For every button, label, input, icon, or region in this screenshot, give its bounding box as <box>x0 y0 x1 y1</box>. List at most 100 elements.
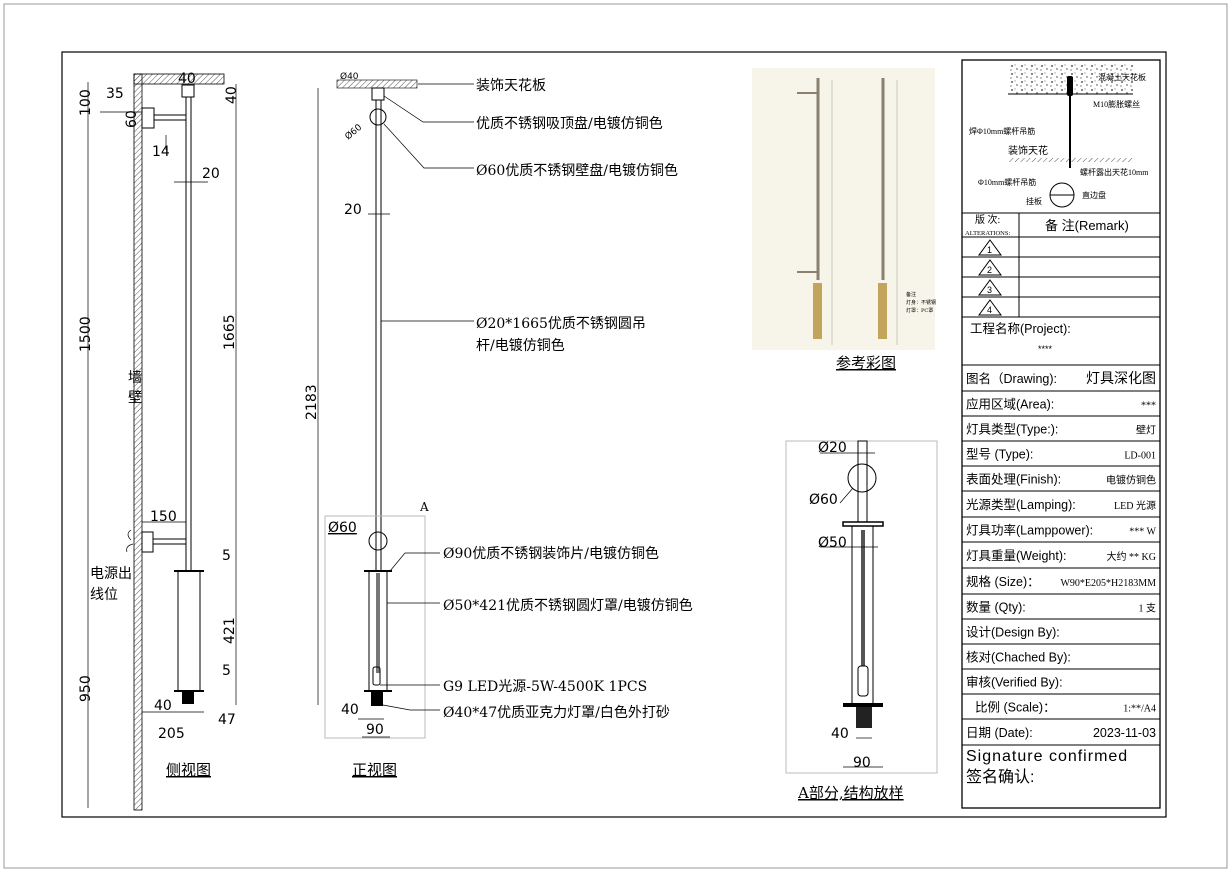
dim-35: 35 <box>106 86 124 102</box>
callout-acrylic: Ø40*47优质亚克力灯罩/白色外打砂 <box>443 704 670 721</box>
wall-label: 墙 <box>128 370 142 386</box>
dim-d60: Ø60 <box>809 492 838 508</box>
side-view: 100 35 40 40 60 14 20 1500 1665 150 5 42… <box>78 71 240 811</box>
dim-5-top: 5 <box>222 548 231 564</box>
power-outlet-label: 电源出 <box>90 566 132 582</box>
title-block-label: 图名（Drawing): <box>966 371 1057 386</box>
rod <box>185 96 192 572</box>
callout-canopy: 优质不锈钢吸顶盘/电镀仿铜色 <box>476 115 663 132</box>
dim-d40: Ø40 <box>340 71 359 82</box>
dim-40: 40 <box>341 702 359 718</box>
outer-border <box>3 3 1228 869</box>
svg-text:4: 4 <box>987 305 992 315</box>
alterations-label: 版 次: <box>975 213 1000 226</box>
title-block-value: 灯具深化图 <box>1086 370 1156 386</box>
dim-1500: 1500 <box>78 316 94 352</box>
title-block-value: 2023-11-03 <box>1093 726 1156 740</box>
dim-2183: 2183 <box>304 384 320 420</box>
dim-20: 20 <box>202 166 220 182</box>
wall-plate-lower <box>368 531 388 551</box>
expansion-bolt <box>1067 76 1073 96</box>
ceiling <box>133 73 225 85</box>
arm-top <box>153 114 187 121</box>
dim-100: 100 <box>78 89 94 116</box>
svg-text:2: 2 <box>987 265 992 275</box>
svg-text:3: 3 <box>987 285 992 295</box>
install-detail: 混凝土天花板 M10膨胀螺丝 焊Φ10mm螺杆吊筋 装饰天花 螺杆露出天花10m… <box>969 64 1149 208</box>
title-block-label: 光源类型(Lamping): <box>966 498 1076 512</box>
dim-40-right: 40 <box>224 86 240 104</box>
alteration-2: 2 <box>978 259 1002 276</box>
title-block-label: 规格 (Size)： <box>966 574 1040 589</box>
reference-image: 备注 灯身：不锈钢 灯罩：PC罩 参考彩图 <box>752 68 936 372</box>
remark-label: 备 注(Remark) <box>1045 218 1129 233</box>
dim-20: 20 <box>344 202 362 218</box>
dim-d50: Ø50 <box>818 535 847 551</box>
rod <box>375 99 382 572</box>
title-block-label: 表面处理(Finish): <box>966 473 1061 487</box>
label-rod: 焊Φ10mm螺杆吊筋 <box>969 126 1035 136</box>
wall-plate <box>369 108 387 126</box>
flange-top <box>842 521 884 527</box>
title-block-value: 1 支 <box>1139 603 1157 615</box>
alteration-3: 3 <box>978 279 1002 296</box>
svg-text:1: 1 <box>987 245 992 255</box>
g9-bulb <box>857 665 869 697</box>
power-outlet-label: 线位 <box>90 587 118 603</box>
inner-frame <box>61 51 1167 818</box>
arm-bottom <box>152 538 187 545</box>
title-block-label: 比例 (Scale)： <box>975 701 1056 715</box>
project-label: 工程名称(Project): <box>970 321 1071 336</box>
alteration-4: 4 <box>978 299 1002 316</box>
detail-a-box <box>324 515 426 739</box>
dim-421: 421 <box>222 617 238 644</box>
deco-ceiling <box>1008 158 1133 162</box>
ref-shade-front <box>878 283 887 339</box>
wall-plate <box>847 463 877 493</box>
title-block-value: LD-001 <box>1124 451 1156 462</box>
label-deco-ceiling: 装饰天花 <box>1008 144 1048 157</box>
label-edge: 直边盘 <box>1082 190 1106 200</box>
dim-90: 90 <box>366 722 384 738</box>
signature-cn: 签名确认: <box>966 768 1034 786</box>
dim-14: 14 <box>152 144 170 160</box>
dim-d60-lower: Ø60 <box>328 520 357 536</box>
lamp-shade <box>177 570 201 692</box>
acrylic-cover <box>856 707 872 728</box>
wall <box>133 73 143 811</box>
front-view: Ø40 Ø60 20 2183 A Ø60 40 90 装饰天花板 优质不锈钢吸… <box>304 71 693 779</box>
title-block-label: 审核(Verified By): <box>966 675 1063 690</box>
dim-d60: Ø60 <box>343 122 364 143</box>
title-block-label: 数量 (Qty): <box>966 600 1026 615</box>
ref-note: 灯罩：PC罩 <box>906 307 933 314</box>
alterations-en: ALTERATIONS: <box>965 230 1010 237</box>
label-rod2: Φ10mm螺杆吊筋 <box>978 177 1036 187</box>
front-view-title: 正视图 <box>352 761 397 779</box>
title-block-value: 1:**/A4 <box>1123 704 1156 715</box>
ref-shade-side <box>813 283 822 339</box>
title-block-label: 应用区域(Area): <box>966 397 1054 412</box>
title-block-label: 灯具类型(Type:): <box>966 423 1058 437</box>
callout-ceiling: 装饰天花板 <box>476 78 546 94</box>
callout-wall-plate: Ø60优质不锈钢壁盘/电镀仿铜色 <box>476 162 678 179</box>
title-block-value: 壁灯 <box>1136 424 1156 437</box>
dim-60: 60 <box>124 110 140 128</box>
signature-en: Signature confirmed <box>966 748 1128 765</box>
title-block-value: LED 光源 <box>1114 499 1156 512</box>
dim-40-bottom: 40 <box>154 698 172 714</box>
callout-deco-plate: Ø90优质不锈钢装饰片/电镀仿铜色 <box>443 545 659 562</box>
ceiling-canopy <box>371 87 385 101</box>
title-block-label: 核对(Chached By): <box>966 651 1071 665</box>
callout-rod-2: 杆/电镀仿铜色 <box>476 337 565 354</box>
dim-1665: 1665 <box>222 314 238 350</box>
reference-title: 参考彩图 <box>836 354 896 372</box>
dim-40: 40 <box>831 726 849 742</box>
wire <box>861 530 865 666</box>
label-ceiling: 混凝土天花板 <box>1098 72 1146 82</box>
title-block-label: 灯具重量(Weight): <box>966 548 1066 563</box>
detail-marker-a: A <box>419 500 429 514</box>
flange-bottom <box>843 703 883 707</box>
callout-rod: Ø20*1665优质不锈钢圆吊 <box>476 316 646 332</box>
side-view-title: 侧视图 <box>166 761 211 779</box>
